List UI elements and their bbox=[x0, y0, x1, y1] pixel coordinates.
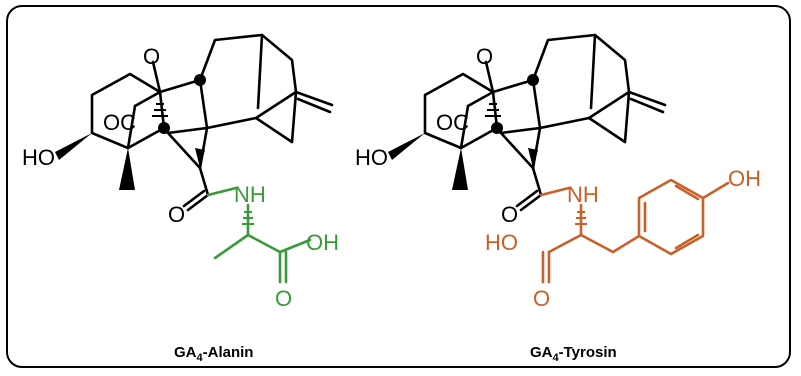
alanine-acid-oxygen-label: O bbox=[275, 286, 292, 311]
alanine-residue: NH OH O bbox=[206, 182, 339, 311]
ga4-alanin-structure: O OC HO O NH OH O G bbox=[22, 33, 339, 364]
figure-frame bbox=[6, 5, 791, 368]
stereo-dot bbox=[491, 122, 503, 134]
stereo-wedge bbox=[528, 148, 538, 168]
lactone-oc-label: OC bbox=[103, 110, 136, 135]
alanine-oh-label: OH bbox=[306, 230, 339, 255]
phenol-oh-label: OH bbox=[728, 166, 761, 191]
hashed-bond bbox=[152, 103, 168, 117]
alanin-caption: GA4-Alanin bbox=[174, 344, 253, 364]
methyl-wedge bbox=[452, 148, 468, 190]
stereo-dot bbox=[158, 122, 170, 134]
hydroxy-wedge bbox=[55, 133, 92, 160]
hashed-bond bbox=[485, 103, 501, 117]
methyl-wedge bbox=[119, 148, 135, 190]
stereo-wedge bbox=[195, 148, 205, 168]
hydroxy-label: HO bbox=[355, 145, 388, 170]
tyrosine-nh-label: NH bbox=[567, 182, 599, 207]
alanine-nh-label: NH bbox=[234, 182, 266, 207]
stereo-dot bbox=[527, 74, 539, 86]
bridge-oxygen-label: O bbox=[143, 44, 160, 69]
alanine-hash bbox=[242, 211, 254, 225]
ga4-tyrosin-structure: O OC HO O bbox=[355, 33, 761, 364]
bridge-oxygen-label: O bbox=[476, 44, 493, 69]
amide-oxygen-label: O bbox=[168, 202, 185, 227]
hydroxy-label: HO bbox=[22, 145, 55, 170]
tyrosine-hash bbox=[575, 211, 587, 225]
tyrosine-acid-ho-label: HO bbox=[485, 230, 518, 255]
tyrosine-residue: NH HO O OH bbox=[485, 166, 761, 311]
tyrosine-acid-oxygen-label: O bbox=[533, 286, 550, 311]
amide-oxygen-label: O bbox=[501, 202, 518, 227]
stereo-dot bbox=[194, 74, 206, 86]
tyrosin-caption: GA4-Tyrosin bbox=[530, 344, 617, 364]
lactone-oc-label: OC bbox=[436, 110, 469, 135]
hydroxy-wedge bbox=[388, 133, 425, 160]
